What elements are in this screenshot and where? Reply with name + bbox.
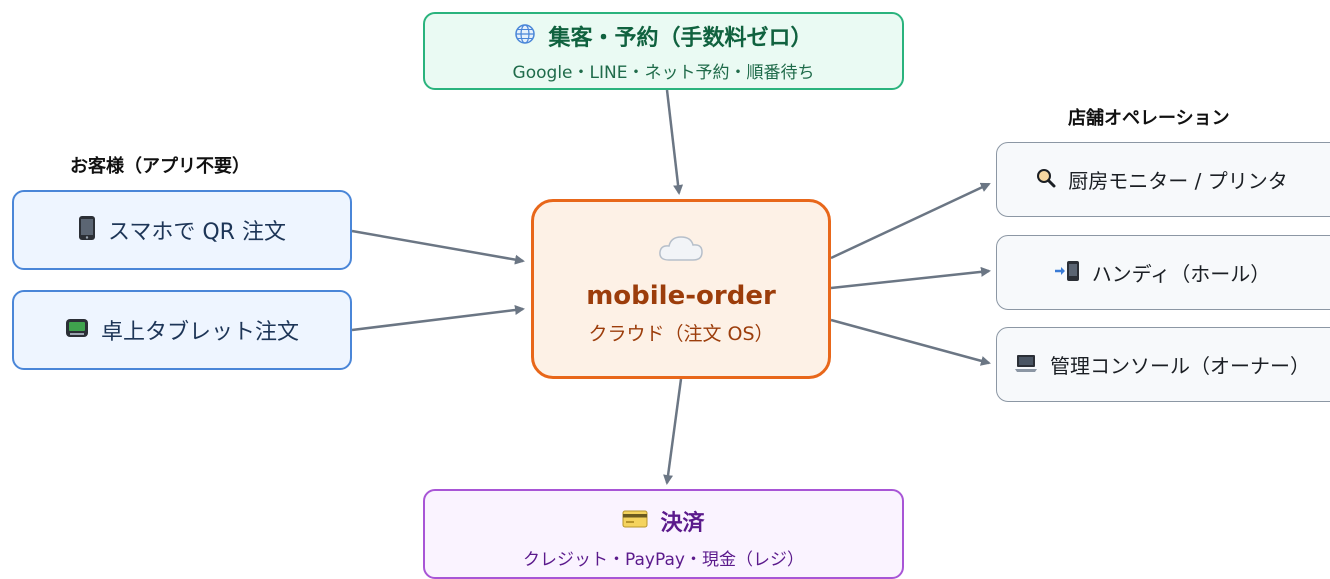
globe-icon (514, 23, 536, 49)
edge-core-to-payment (663, 378, 683, 485)
core-subtitle: クラウド（注文 OS） (588, 322, 774, 345)
credit-card-icon (622, 510, 648, 532)
edge-core-to-kitchen (830, 182, 991, 260)
magnifier-icon (1036, 168, 1056, 192)
console-label: 管理コンソール（オーナー） (1050, 354, 1310, 378)
laptop-icon (1014, 353, 1038, 377)
store-group-label: 店舗オペレーション (1068, 108, 1230, 129)
console-node: 管理コンソール（オーナー） (996, 327, 1330, 402)
marketing-title: 集客・予約（手数料ゼロ） (548, 25, 813, 51)
core-title: mobile-order (586, 280, 776, 311)
handy-node: ハンディ（ホール） (996, 235, 1330, 310)
customer-group-label: お客様（アプリ不要） (70, 156, 250, 177)
edge-qr-to-core (351, 229, 525, 265)
handheld-arrow-icon (1054, 260, 1080, 286)
cloud-icon (657, 233, 705, 267)
payment-node: 決済 クレジット・PayPay・現金（レジ） (423, 489, 904, 579)
tablet-order-node: 卓上タブレット注文 (12, 290, 352, 370)
kitchen-label: 厨房モニター / プリンタ (1068, 169, 1288, 193)
edge-tablet-to-core (351, 305, 525, 332)
marketing-subtitle: Google・LINE・ネット予約・順番待ち (512, 62, 815, 83)
handy-label: ハンディ（ホール） (1091, 262, 1271, 286)
tablet-order-label: 卓上タブレット注文 (100, 320, 299, 345)
payment-title: 決済 (660, 511, 705, 536)
qr-order-label: スマホで QR 注文 (108, 220, 286, 245)
diagram-canvas: お客様（アプリ不要） 店舗オペレーション スマホで QR 注文 (12, 12, 1330, 579)
tablet-icon (65, 318, 89, 342)
edge-core-to-handy (830, 266, 991, 290)
edge-marketing-to-core (665, 89, 684, 195)
core-node: mobile-order クラウド（注文 OS） (531, 199, 831, 379)
phone-icon (78, 215, 96, 245)
kitchen-node: 厨房モニター / プリンタ (996, 142, 1330, 217)
qr-order-node: スマホで QR 注文 (12, 190, 352, 270)
payment-subtitle: クレジット・PayPay・現金（レジ） (523, 550, 804, 570)
edge-core-to-console (830, 318, 991, 366)
marketing-node: 集客・予約（手数料ゼロ） Google・LINE・ネット予約・順番待ち (423, 12, 904, 90)
edges-layer (351, 89, 991, 485)
